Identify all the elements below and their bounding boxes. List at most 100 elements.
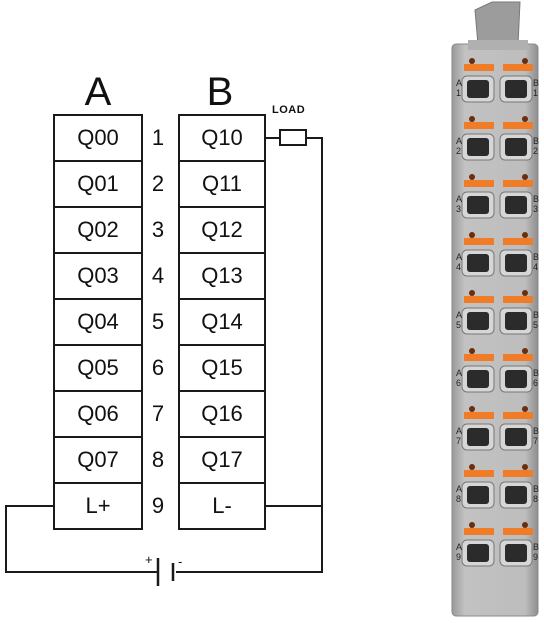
- lever-a9: [464, 528, 494, 535]
- lever-pin: [522, 522, 528, 528]
- module-mark-a-num: 1: [456, 88, 461, 98]
- module-mark-b-num: 9: [533, 552, 538, 562]
- row-number-1: 1: [151, 125, 165, 150]
- lever-pin: [469, 290, 475, 296]
- lever-pin: [522, 406, 528, 412]
- lever-b1: [503, 64, 533, 71]
- wire-slot-a4: [467, 254, 489, 272]
- module-mark-a-num: 6: [456, 378, 461, 388]
- lever-pin: [522, 232, 528, 238]
- lever-pin: [522, 174, 528, 180]
- module-mark-b9: B: [533, 542, 539, 552]
- lever-pin: [469, 348, 475, 354]
- terminal-a2: Q01: [53, 160, 143, 208]
- module-mark-a7: A: [456, 426, 462, 436]
- row-number-3: 3: [151, 217, 165, 242]
- module-mark-a1: A: [456, 78, 462, 88]
- module-mark-a9: A: [456, 542, 462, 552]
- battery-minus-sign: -: [178, 554, 183, 569]
- lever-b8: [503, 470, 533, 477]
- row-number-8: 8: [151, 447, 165, 472]
- row-number-6: 6: [151, 355, 165, 380]
- terminal-a6: Q05: [53, 344, 143, 392]
- lever-pin: [469, 116, 475, 122]
- wire-slot-b4: [505, 254, 527, 272]
- row-number-9: 9: [151, 493, 165, 518]
- module-mark-b-num: 3: [533, 204, 538, 214]
- module-mark-b2: B: [533, 136, 539, 146]
- lever-a1: [464, 64, 494, 71]
- terminal-b5: Q14: [178, 298, 266, 346]
- lever-pin: [469, 464, 475, 470]
- lever-a7: [464, 412, 494, 419]
- module-mark-a8: A: [456, 484, 462, 494]
- lever-pin: [522, 290, 528, 296]
- terminal-a9: L+: [53, 482, 143, 530]
- wire-slot-a5: [467, 312, 489, 330]
- module-mark-b-num: 7: [533, 436, 538, 446]
- module-mark-b5: B: [533, 310, 539, 320]
- lever-a8: [464, 470, 494, 477]
- row-number-4: 4: [151, 263, 165, 288]
- module-mark-b-num: 4: [533, 262, 538, 272]
- row-number-5: 5: [151, 309, 165, 334]
- module-mark-a4: A: [456, 252, 462, 262]
- terminal-a4: Q03: [53, 252, 143, 300]
- terminal-b3: Q12: [178, 206, 266, 254]
- module-mark-b-num: 1: [533, 88, 538, 98]
- wire-slot-b9: [505, 544, 527, 562]
- lever-b4: [503, 238, 533, 245]
- column-a-header: A: [84, 70, 112, 114]
- lever-b5: [503, 296, 533, 303]
- lever-pin: [469, 58, 475, 64]
- lever-pin: [469, 174, 475, 180]
- column-b-header: B: [206, 70, 234, 114]
- module-mark-b6: B: [533, 368, 539, 378]
- module-mark-b1: B: [533, 78, 539, 88]
- wire-slot-b1: [505, 80, 527, 98]
- lever-b9: [503, 528, 533, 535]
- wire-slot-a8: [467, 486, 489, 504]
- lever-pin: [522, 464, 528, 470]
- module-mark-b-num: 6: [533, 378, 538, 388]
- lever-a2: [464, 122, 494, 129]
- load-label: LOAD: [272, 104, 306, 116]
- lever-b3: [503, 180, 533, 187]
- lever-pin: [469, 406, 475, 412]
- module-mark-b-num: 8: [533, 494, 538, 504]
- wire-slot-b7: [505, 428, 527, 446]
- lever-pin: [469, 232, 475, 238]
- wire-slot-a7: [467, 428, 489, 446]
- lever-pin: [522, 58, 528, 64]
- lever-b6: [503, 354, 533, 361]
- lever-a4: [464, 238, 494, 245]
- wire-slot-b3: [505, 196, 527, 214]
- lever-b2: [503, 122, 533, 129]
- terminal-b4: Q13: [178, 252, 266, 300]
- module-mark-a2: A: [456, 136, 462, 146]
- module-mark-a-num: 2: [456, 146, 461, 156]
- module-mark-a3: A: [456, 194, 462, 204]
- lever-a5: [464, 296, 494, 303]
- battery-plus-sign: +: [145, 552, 153, 567]
- terminal-b6: Q15: [178, 344, 266, 392]
- lever-pin: [469, 522, 475, 528]
- lever-pin: [522, 116, 528, 122]
- lever-b7: [503, 412, 533, 419]
- row-number-2: 2: [151, 171, 165, 196]
- lever-pin: [522, 348, 528, 354]
- module-mark-b-num: 5: [533, 320, 538, 330]
- wire-slot-b2: [505, 138, 527, 156]
- module-mark-a-num: 4: [456, 262, 461, 272]
- module-clip: [474, 1, 521, 46]
- module-mark-b7: B: [533, 426, 539, 436]
- row-number-7: 7: [151, 401, 165, 426]
- wire-slot-a6: [467, 370, 489, 388]
- module-mark-a-num: 3: [456, 204, 461, 214]
- wire-slot-b6: [505, 370, 527, 388]
- module-mark-b8: B: [533, 484, 539, 494]
- lever-a3: [464, 180, 494, 187]
